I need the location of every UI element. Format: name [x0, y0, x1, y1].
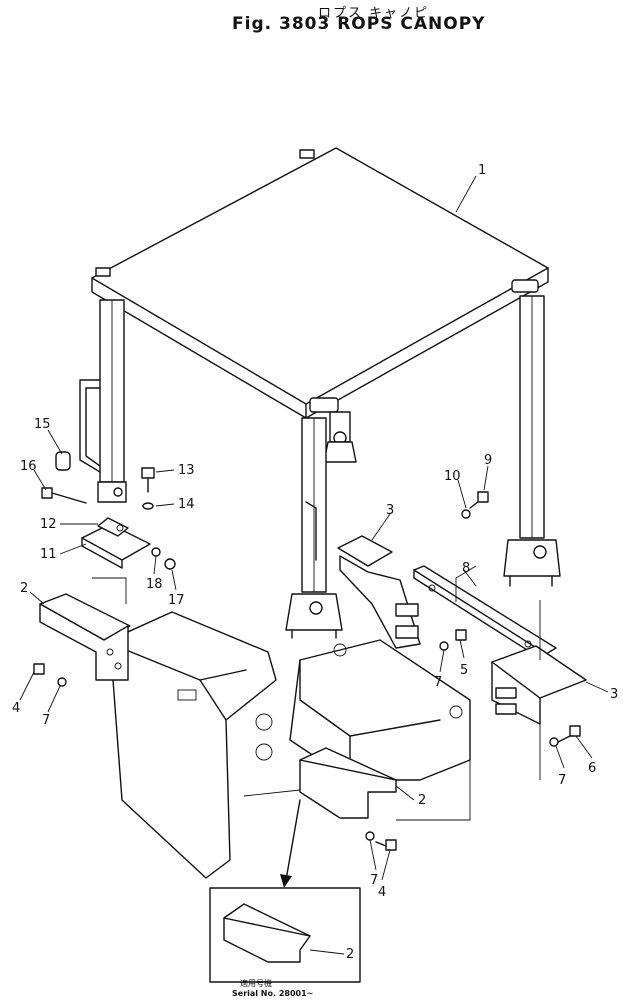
- callout-7c: 7: [558, 773, 566, 788]
- callout-15: 15: [34, 417, 51, 432]
- callout-11: 11: [40, 547, 57, 562]
- leader-lines: [19, 175, 609, 955]
- serial-japanese-label: 適用号機: [240, 979, 272, 988]
- callout-14: 14: [178, 497, 195, 512]
- callout-7b: 7: [434, 675, 442, 690]
- bracket-3-left: [337, 535, 421, 649]
- callout-7a: 7: [42, 713, 50, 728]
- figure-title: Fig. 3803 ROPS CANOPY: [232, 14, 486, 34]
- bracket-2-left: [39, 593, 131, 681]
- callout-10: 10: [444, 469, 461, 484]
- callout-12: 12: [40, 517, 57, 532]
- callout-8: 8: [462, 561, 470, 576]
- callout-2b: 2: [418, 793, 426, 808]
- callout-9: 9: [484, 453, 492, 468]
- callout-7d: 7: [370, 873, 378, 888]
- canopy-roof: [91, 147, 549, 419]
- callout-5: 5: [460, 663, 468, 678]
- callout-18: 18: [146, 577, 163, 592]
- inset-box: [209, 887, 361, 983]
- bracket-3-right: [491, 645, 587, 725]
- callout-2a: 2: [20, 581, 28, 596]
- machine-frame: [109, 611, 471, 879]
- callout-17: 17: [168, 593, 185, 608]
- center-rear-post: [323, 411, 357, 463]
- callout-16: 16: [20, 459, 37, 474]
- callout-4b: 4: [378, 885, 386, 900]
- serial-number-label: Serial No. 28001~: [232, 989, 314, 998]
- hinge-bracket: [81, 517, 151, 569]
- bracket-2-lower: [299, 747, 397, 819]
- japanese-title: ロプス キャノピ: [318, 6, 430, 21]
- callout-13: 13: [178, 463, 195, 478]
- callout-labels: 1 15 16 13 14 12 11 18 17 2 4 7 3 10 9 8…: [12, 163, 618, 962]
- callout-3a: 3: [386, 503, 394, 518]
- inset-arrow: [280, 799, 301, 888]
- callout-6: 6: [588, 761, 596, 776]
- right-rear-post: [503, 295, 561, 587]
- assembly-lines: [92, 565, 541, 821]
- callout-1: 1: [478, 163, 486, 178]
- fasteners: [33, 451, 581, 851]
- front-post: [285, 417, 343, 639]
- callout-2c: 2: [346, 947, 354, 962]
- callout-3b: 3: [610, 687, 618, 702]
- callout-4a: 4: [12, 701, 20, 716]
- left-rear-post: [79, 299, 127, 503]
